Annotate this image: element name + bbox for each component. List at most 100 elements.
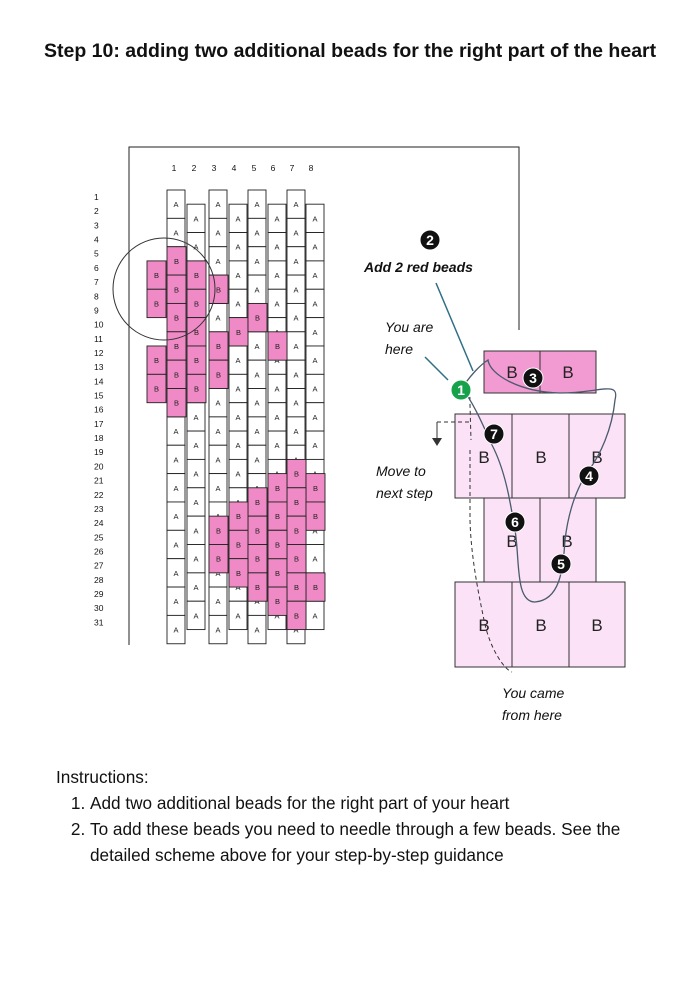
- thread-path: [461, 358, 617, 603]
- instruction-item: To add these beads you need to needle th…: [90, 816, 656, 868]
- bead-b: [267, 529, 288, 560]
- row-number: 1: [94, 192, 99, 202]
- row-number: 30: [94, 603, 104, 613]
- bead-label: B: [294, 498, 299, 507]
- bead-label: A: [293, 200, 298, 209]
- bead-label: B: [216, 555, 221, 564]
- you-are-here-pointer: [424, 356, 449, 381]
- bead-label: A: [193, 413, 198, 422]
- step-marker: [483, 423, 505, 445]
- bead-label: A: [254, 257, 259, 266]
- bead-label: B: [216, 370, 221, 379]
- row-number: 3: [94, 220, 99, 230]
- bead-label: A: [274, 214, 279, 223]
- bead-label: A: [254, 229, 259, 238]
- bead-b-label: B: [591, 616, 602, 635]
- row-number: 16: [94, 405, 104, 415]
- row-number: 20: [94, 461, 104, 471]
- callout-text: Add 2 red beads: [363, 259, 473, 275]
- bead-label: A: [274, 413, 279, 422]
- bead-label: A: [312, 328, 317, 337]
- row-number: 29: [94, 589, 104, 599]
- bead-label: A: [215, 427, 220, 436]
- bead-label: B: [194, 271, 199, 280]
- bead-label: A: [293, 285, 298, 294]
- bead-label: A: [312, 356, 317, 365]
- bead-label: B: [236, 328, 241, 337]
- bead-label: A: [193, 498, 198, 507]
- bead-label: A: [254, 285, 259, 294]
- bead-label: A: [274, 243, 279, 252]
- marker-number: 5: [557, 556, 565, 572]
- bead-label: A: [235, 243, 240, 252]
- step-marker: [522, 367, 544, 389]
- bead-label: B: [236, 569, 241, 578]
- bead-label: B: [174, 399, 179, 408]
- bead-b-label: B: [561, 532, 572, 551]
- bead-label: A: [235, 214, 240, 223]
- bead-label: A: [215, 569, 220, 578]
- arrowhead: [432, 438, 442, 446]
- bead-label: B: [174, 370, 179, 379]
- bead-label: B: [294, 555, 299, 564]
- column-number: 1: [172, 163, 177, 173]
- bead-label: A: [193, 214, 198, 223]
- step-marker: [419, 229, 441, 251]
- column-number: 2: [192, 163, 197, 173]
- bead: [568, 581, 626, 668]
- bead-label: B: [275, 597, 280, 606]
- row-number: 10: [94, 320, 104, 330]
- bead-label: A: [215, 455, 220, 464]
- row-number: 17: [94, 419, 104, 429]
- bead-label: B: [174, 285, 179, 294]
- bead-label: A: [274, 299, 279, 308]
- bead-b: [186, 373, 207, 404]
- bead-label: A: [312, 271, 317, 280]
- bead-label: B: [275, 512, 280, 521]
- bead-label: B: [216, 285, 221, 294]
- bead-a: [247, 614, 267, 645]
- start-marker: [450, 379, 472, 401]
- bead-pattern-grid: AAAAAAAAAAAAAAAAAAAAAAAAAAAAAAAAAAAAAAAA…: [146, 189, 326, 645]
- bead-label: A: [293, 427, 298, 436]
- bead-label: A: [173, 455, 178, 464]
- bead-label: B: [313, 583, 318, 592]
- bead: [454, 581, 513, 668]
- bead-b-label: B: [478, 448, 489, 467]
- row-number: 19: [94, 447, 104, 457]
- bead-b: [286, 600, 307, 631]
- bead-label: A: [215, 597, 220, 606]
- bead-label: B: [236, 541, 241, 550]
- bead-label: A: [215, 257, 220, 266]
- bead-b: [247, 302, 268, 333]
- bead-b-label: B: [535, 616, 546, 635]
- bead-label: B: [194, 328, 199, 337]
- bead-label: A: [274, 356, 279, 365]
- bead-b: [166, 388, 187, 418]
- bead-label: B: [216, 526, 221, 535]
- row-number: 15: [94, 391, 104, 401]
- bead-label: A: [312, 385, 317, 394]
- bead-label: A: [312, 413, 317, 422]
- bead-b: [267, 331, 288, 361]
- bead-b: [208, 544, 229, 574]
- row-number: 5: [94, 249, 99, 259]
- bead-label: B: [194, 299, 199, 308]
- row-number: 9: [94, 305, 99, 315]
- bead-b: [146, 288, 167, 319]
- bead-label: A: [235, 413, 240, 422]
- bead-label: A: [235, 385, 240, 394]
- bead-label: A: [274, 271, 279, 280]
- bead-label: A: [173, 427, 178, 436]
- bead-label: A: [193, 441, 198, 450]
- bead-label: B: [236, 512, 241, 521]
- bead-label: B: [255, 526, 260, 535]
- column-number: 6: [271, 163, 276, 173]
- bead: [568, 413, 626, 499]
- bead-label: A: [173, 200, 178, 209]
- bead-label: A: [235, 583, 240, 592]
- row-number: 4: [94, 235, 99, 245]
